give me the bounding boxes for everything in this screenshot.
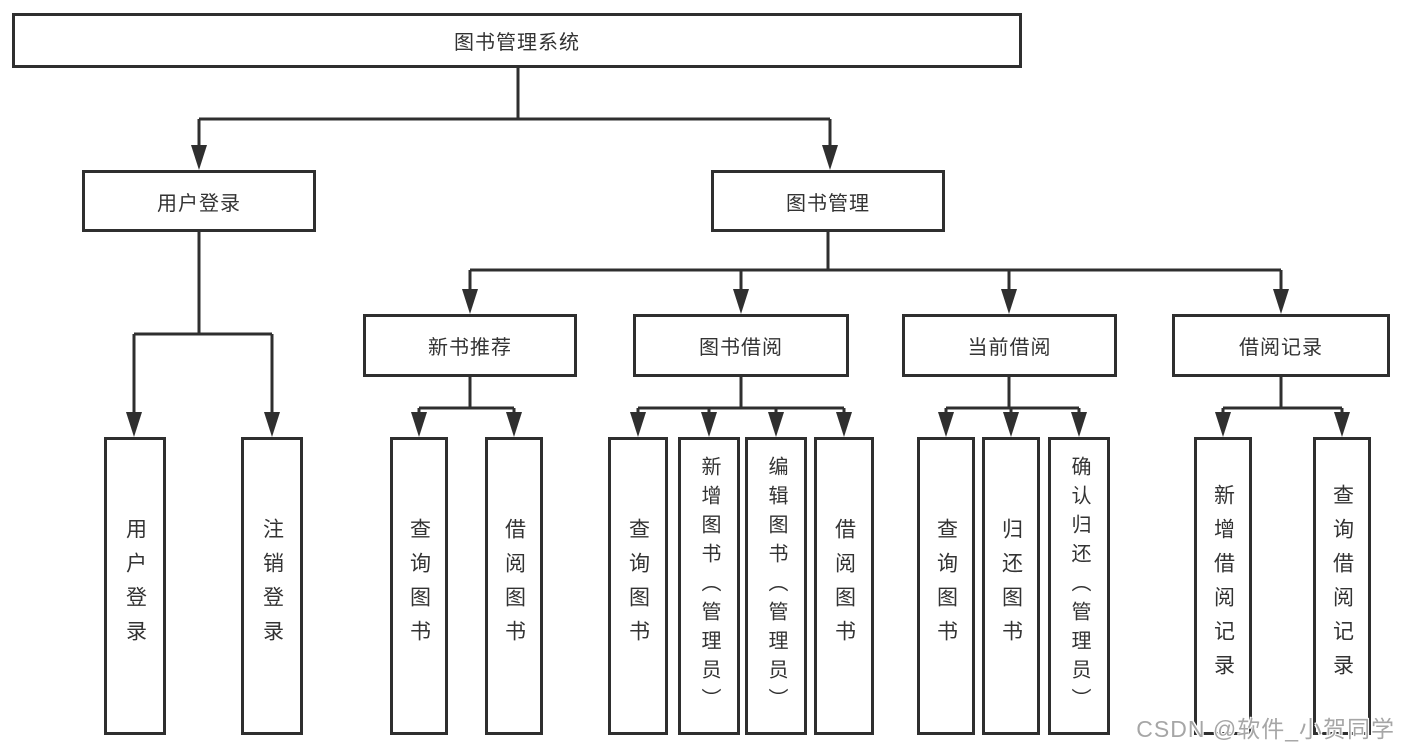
leaf-query-books-borrow: 查询图书	[608, 437, 668, 735]
arrow-down-icon	[701, 412, 717, 437]
leaf-label: 查询借阅记录	[1330, 484, 1354, 688]
connector-root-to-level2	[199, 68, 830, 121]
node-borrowing-records: 借阅记录	[1172, 314, 1390, 377]
arrow-down-icon	[836, 412, 852, 437]
arrow-down-icon	[462, 289, 478, 314]
arrow-down-icon	[1334, 412, 1350, 437]
node-user-login: 用户登录	[82, 170, 316, 232]
connector-curborrow-branch	[944, 377, 1081, 414]
leaf-borrow-books: 借阅图书	[814, 437, 874, 735]
leaf-query-books-current: 查询图书	[917, 437, 975, 735]
leaf-logout: 注销登录	[241, 437, 303, 735]
leaf-label: 新增图书（管理员）	[698, 455, 720, 717]
node-label: 当前借阅	[967, 337, 1052, 359]
leaf-label: 借阅图书	[832, 518, 856, 654]
arrow-down-icon	[938, 412, 954, 437]
connector-bookborrow-branch	[636, 377, 846, 414]
arrow-down-icon	[506, 412, 522, 437]
leaf-label: 确认归还（管理员）	[1068, 455, 1090, 717]
node-label: 借阅记录	[1239, 337, 1323, 359]
arrow-down-icon	[191, 145, 207, 170]
connector-userlogin-branch	[132, 232, 274, 414]
leaf-add-borrow-record: 新增借阅记录	[1194, 437, 1252, 735]
arrow-down-icon	[126, 412, 142, 437]
leaf-query-books-recommend: 查询图书	[390, 437, 448, 735]
node-label: 图书管理	[786, 192, 870, 215]
arrow-down-icon	[630, 412, 646, 437]
arrow-down-icon	[822, 145, 838, 170]
arrow-down-icon	[411, 412, 427, 437]
leaf-return-books: 归还图书	[982, 437, 1040, 735]
connector-bookmgmt-branch	[468, 232, 1283, 291]
leaf-query-borrow-record: 查询借阅记录	[1313, 437, 1371, 735]
node-book-borrowing: 图书借阅	[633, 314, 849, 377]
node-library-management-system: 图书管理系统	[12, 13, 1022, 68]
arrow-down-icon	[1071, 412, 1087, 437]
leaf-add-books-admin: 新增图书（管理员）	[678, 437, 740, 735]
leaf-label: 注销登录	[260, 518, 284, 654]
arrow-down-icon	[733, 289, 749, 314]
leaf-label: 用户登录	[123, 518, 147, 654]
leaf-label: 查询图书	[626, 518, 650, 654]
arrow-down-icon	[1001, 289, 1017, 314]
node-label: 图书管理系统	[454, 32, 580, 54]
arrow-down-icon	[1215, 412, 1231, 437]
connector-borrowrec-branch	[1221, 377, 1344, 414]
arrow-down-icon	[264, 412, 280, 437]
leaf-label: 编辑图书（管理员）	[765, 455, 787, 717]
connector-newbook-branch	[417, 377, 516, 414]
leaf-user-login: 用户登录	[104, 437, 166, 735]
node-book-management: 图书管理	[711, 170, 945, 232]
leaf-label: 新增借阅记录	[1211, 484, 1235, 688]
connector-root-arrow-shafts	[197, 119, 832, 148]
arrow-down-icon	[1273, 289, 1289, 314]
leaf-confirm-return-admin: 确认归还（管理员）	[1048, 437, 1110, 735]
leaf-label: 查询图书	[934, 518, 958, 654]
node-label: 图书借阅	[699, 337, 783, 359]
leaf-borrow-books-recommend: 借阅图书	[485, 437, 543, 735]
watermark: CSDN @软件_小贺同学	[1136, 716, 1395, 742]
node-new-book-recommendation: 新书推荐	[363, 314, 577, 377]
node-current-borrowing: 当前借阅	[902, 314, 1117, 377]
leaf-label: 借阅图书	[502, 518, 526, 654]
node-label: 新书推荐	[428, 337, 512, 359]
leaf-label: 查询图书	[407, 518, 431, 654]
leaf-edit-books-admin: 编辑图书（管理员）	[745, 437, 807, 735]
arrow-down-icon	[1003, 412, 1019, 437]
arrow-down-icon	[768, 412, 784, 437]
node-label: 用户登录	[157, 192, 241, 215]
leaf-label: 归还图书	[999, 518, 1023, 654]
